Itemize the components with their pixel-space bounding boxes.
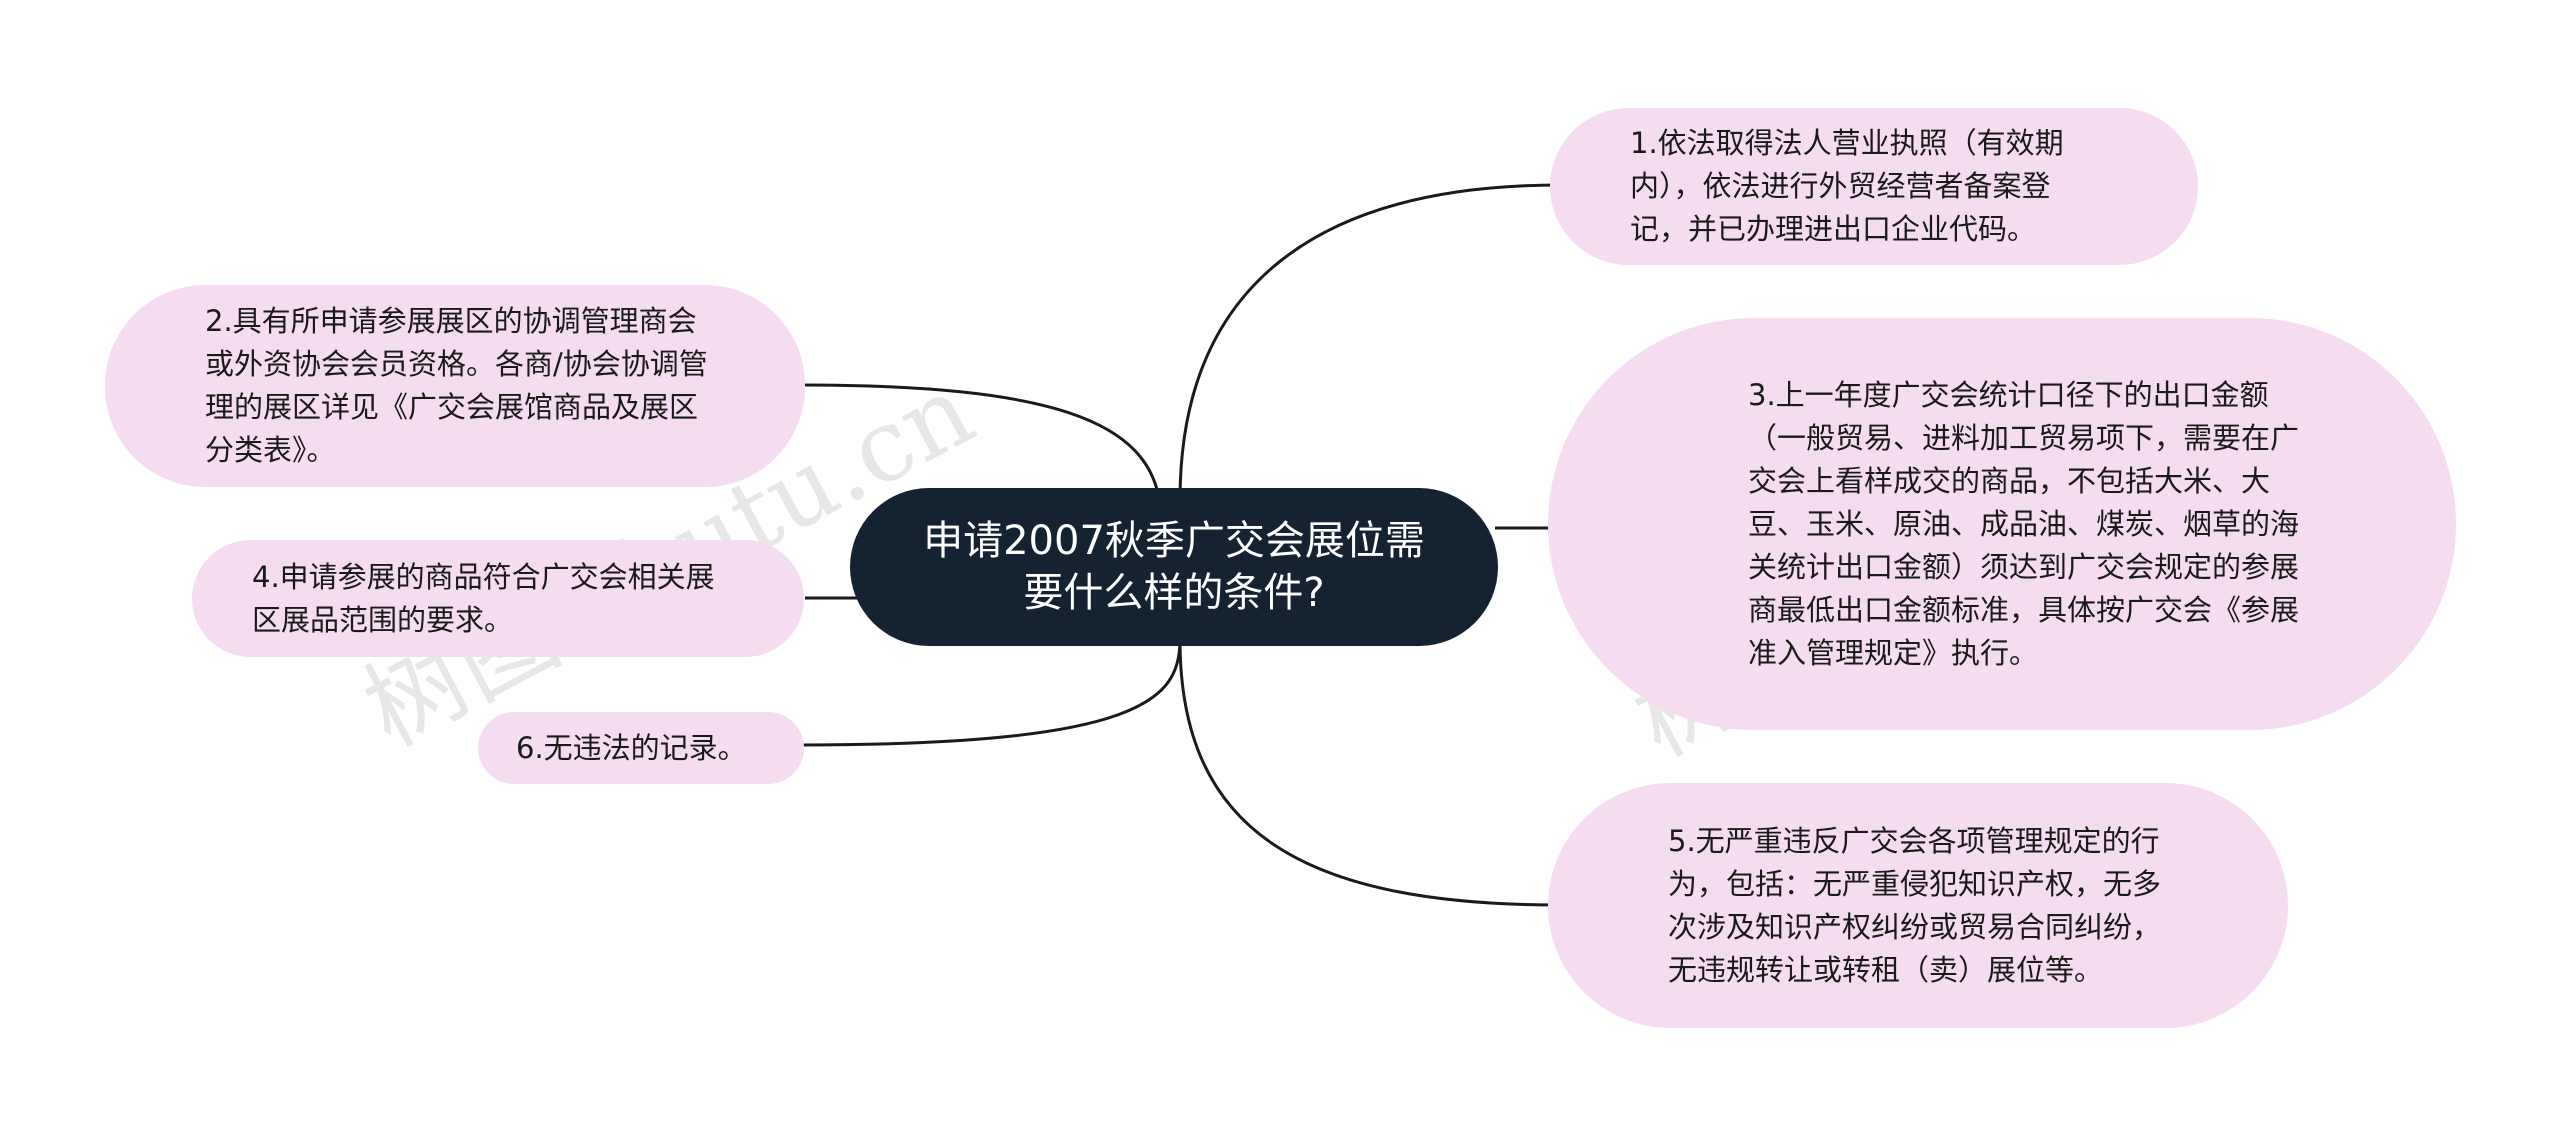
edge-to-node-5 [1178,639,1561,907]
branch-node-2[interactable]: 2.具有所申请参展展区的协调管理商会或外资协会会员资格。各商/协会协调管理的展区… [105,285,805,487]
branch-node-1-text: 1.依法取得法人营业执照（有效期内），依法进行外贸经营者备案登记，并已办理进出口… [1630,126,2064,246]
branch-node-6[interactable]: 6.无违法的记录。 [478,712,804,784]
edge-to-node-2 [799,383,1162,506]
branch-node-1[interactable]: 1.依法取得法人营业执照（有效期内），依法进行外贸经营者备案登记，并已办理进出口… [1550,108,2198,265]
edge-to-node-1 [1178,183,1561,501]
central-topic-text: 申请2007秋季广交会展位需要什么样的条件? [923,518,1425,616]
branch-node-3[interactable]: 3.上一年度广交会统计口径下的出口金额（一般贸易、进料加工贸易项下，需要在广交会… [1548,318,2456,730]
branch-node-3-text: 3.上一年度广交会统计口径下的出口金额（一般贸易、进料加工贸易项下，需要在广交会… [1748,377,2300,670]
branch-node-2-text: 2.具有所申请参展展区的协调管理商会或外资协会会员资格。各商/协会协调管理的展区… [205,304,708,467]
edge-to-node-6 [799,639,1182,747]
branch-node-6-text: 6.无违法的记录。 [516,730,747,765]
branch-node-5-text: 5.无严重违反广交会各项管理规定的行为，包括：无严重侵犯知识产权，无多次涉及知识… [1668,823,2162,987]
branch-node-4-text: 4.申请参展的商品符合广交会相关展区展品范围的要求。 [252,559,715,637]
branch-node-4[interactable]: 4.申请参展的商品符合广交会相关展区展品范围的要求。 [192,540,804,657]
branch-node-5[interactable]: 5.无严重违反广交会各项管理规定的行为，包括：无严重侵犯知识产权，无多次涉及知识… [1548,783,2288,1028]
central-topic[interactable]: 申请2007秋季广交会展位需要什么样的条件? [850,488,1498,646]
